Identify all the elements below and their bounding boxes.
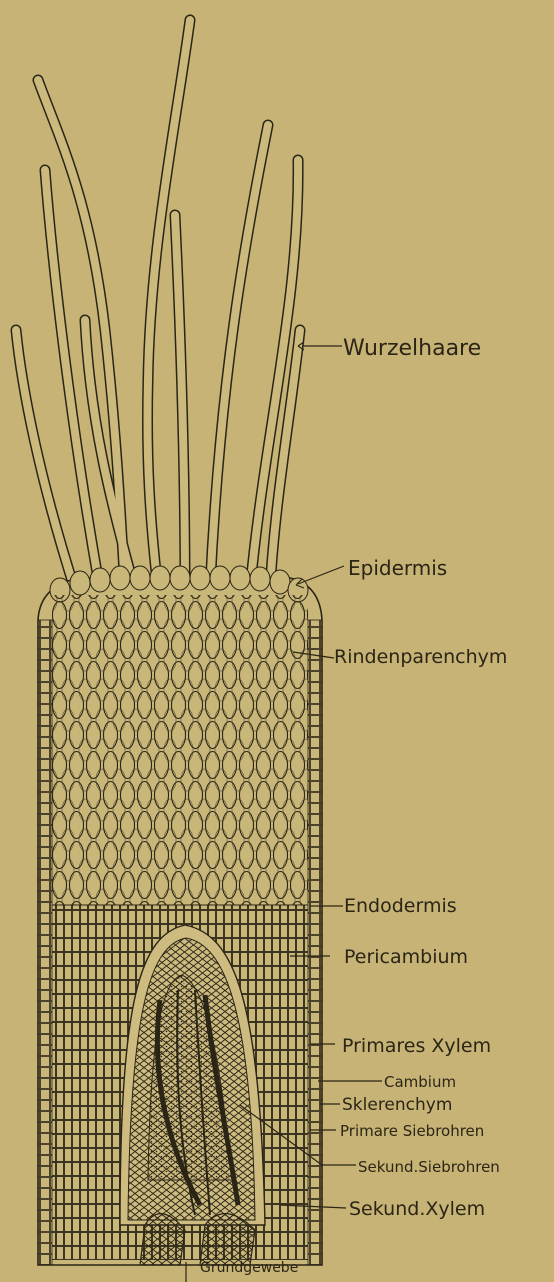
label-sekund-xylem: Sekund.Xylem xyxy=(349,1198,485,1220)
label-cambium: Cambium xyxy=(384,1073,456,1091)
label-wurzelhaare: Wurzelhaare xyxy=(343,336,481,361)
label-sklerenchym: Sklerenchym xyxy=(342,1095,452,1115)
label-endodermis: Endodermis xyxy=(344,895,457,917)
label-sekund-siebrohren: Sekund.Siebrohren xyxy=(358,1158,500,1176)
label-pericambium: Pericambium xyxy=(344,946,468,968)
label-grundgewebe: Grundgewebe xyxy=(200,1260,298,1276)
label-primare-siebrohren: Primare Siebrohren xyxy=(340,1122,484,1140)
root-hairs xyxy=(16,20,300,590)
label-primares-xylem: Primares Xylem xyxy=(342,1035,491,1057)
label-epidermis: Epidermis xyxy=(348,556,447,580)
label-rindenparenchym: Rindenparenchym xyxy=(334,646,507,668)
